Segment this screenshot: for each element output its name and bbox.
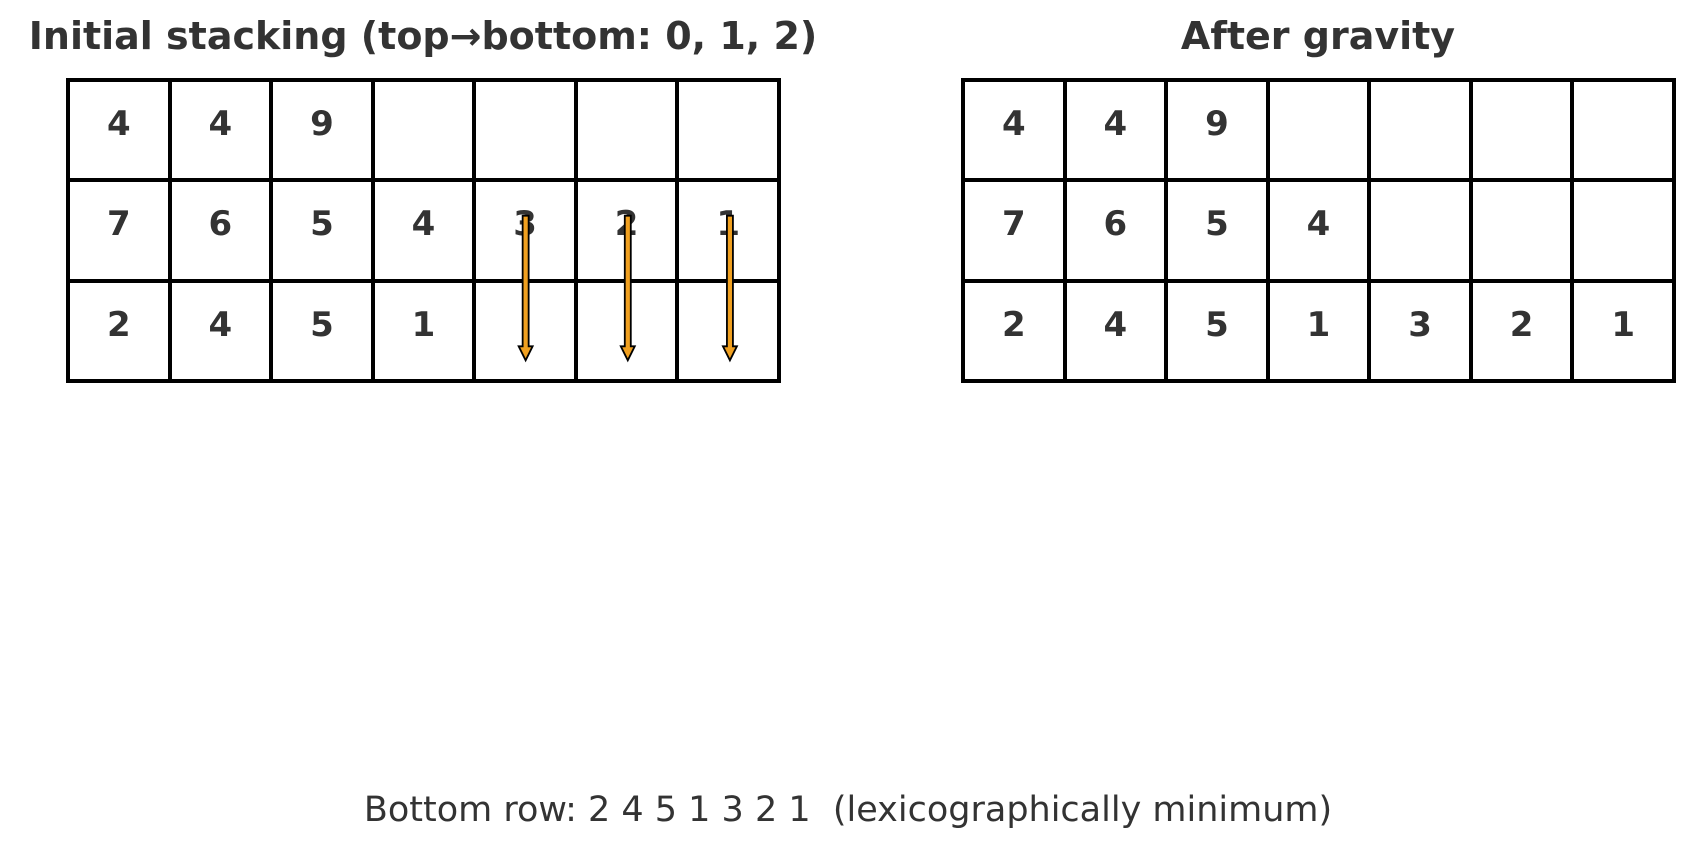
grid-cell — [677, 280, 779, 381]
after-gravity-grid: 4 4 9 7 6 5 4 2 4 5 1 3 2 1 — [961, 78, 1676, 383]
grid-cell: 1 — [1572, 280, 1674, 381]
grid-cell: 6 — [1064, 180, 1167, 281]
grid-cell: 7 — [68, 180, 170, 281]
after-panel-title: After gravity — [1180, 14, 1456, 58]
grid-cell — [1369, 80, 1471, 181]
grid-cell: 5 — [1166, 280, 1268, 381]
grid-cell — [372, 80, 475, 181]
grid-cell: 1 — [1267, 280, 1370, 381]
grid-cell: 2 — [575, 180, 678, 281]
grid-cell — [474, 80, 576, 181]
grid-cell: 4 — [68, 80, 170, 181]
grid-cell — [1572, 180, 1674, 281]
grid-cell — [1470, 80, 1573, 181]
grid-cell: 9 — [271, 80, 373, 181]
initial-grid: 4 4 9 7 6 5 4 3 2 1 2 4 5 1 — [66, 78, 781, 383]
grid-cell — [1572, 80, 1674, 181]
grid-cell: 5 — [271, 180, 373, 281]
grid-cell — [575, 280, 678, 381]
grid-cell: 3 — [1369, 280, 1471, 381]
grid-cell: 2 — [68, 280, 170, 381]
grid-cell — [575, 80, 678, 181]
result-caption: Bottom row: 2 4 5 1 3 2 1 (lexicographic… — [363, 790, 1333, 830]
grid-cell — [1470, 180, 1573, 281]
grid-cell: 4 — [963, 80, 1065, 181]
grid-cell — [1267, 80, 1370, 181]
initial-panel-title: Initial stacking (top→bottom: 0, 1, 2) — [28, 14, 818, 58]
grid-cell: 2 — [963, 280, 1065, 381]
grid-cell: 1 — [372, 280, 475, 381]
grid-cell: 5 — [271, 280, 373, 381]
grid-cell: 7 — [963, 180, 1065, 281]
grid-cell: 4 — [1064, 280, 1167, 381]
grid-cell: 4 — [1064, 80, 1167, 181]
grid-cell — [677, 80, 779, 181]
grid-cell: 6 — [169, 180, 272, 281]
grid-cell: 4 — [169, 80, 272, 181]
grid-cell: 4 — [169, 280, 272, 381]
grid-cell: 5 — [1166, 180, 1268, 281]
grid-cell — [474, 280, 576, 381]
grid-cell: 9 — [1166, 80, 1268, 181]
grid-cell: 4 — [372, 180, 475, 281]
grid-cell: 1 — [677, 180, 779, 281]
grid-cell: 4 — [1267, 180, 1370, 281]
grid-cell: 3 — [474, 180, 576, 281]
grid-cell: 2 — [1470, 280, 1573, 381]
grid-cell — [1369, 180, 1471, 281]
